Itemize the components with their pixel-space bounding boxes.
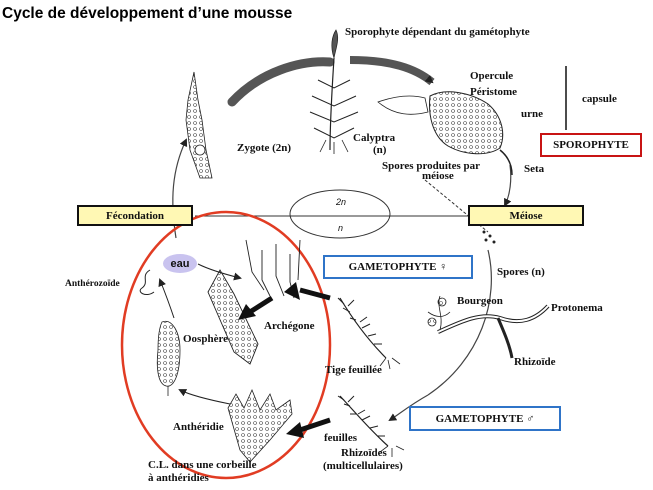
archegone-drawing bbox=[207, 239, 301, 365]
arrow-antheridie-to-antherozoide bbox=[158, 278, 175, 319]
male-gametophyte-drawing bbox=[337, 395, 405, 457]
label-sporophyte-dependant: Sporophyte dépendant du gamétophyte bbox=[345, 26, 530, 38]
label-rhizoides: Rhizoïdes bbox=[341, 447, 387, 459]
page-title: Cycle de développement d’une mousse bbox=[2, 5, 293, 22]
cycle-arrow-seta-to-meiose bbox=[504, 164, 512, 207]
label-calyptra: Calyptra bbox=[353, 132, 396, 144]
arrow-water-to-archegone bbox=[197, 263, 242, 281]
label-protonema: Protonema bbox=[551, 302, 603, 314]
fecondation-circle bbox=[120, 210, 332, 480]
label-seta: Seta bbox=[524, 163, 545, 175]
label-spores-n: Spores (n) bbox=[497, 266, 545, 278]
sporophyte-box: SPOROPHYTE bbox=[540, 133, 642, 157]
gametophyte-female-box: GAMETOPHYTE ♀ bbox=[323, 255, 473, 279]
label-antherozoide: Anthérozoïde bbox=[65, 279, 120, 289]
eau-bubble: eau bbox=[163, 254, 197, 273]
label-opercule: Opercule bbox=[470, 70, 514, 82]
label-ploidy-2n: 2n bbox=[336, 197, 347, 207]
spores-dotted-line bbox=[424, 179, 489, 233]
meiose-box: Méiose bbox=[468, 205, 584, 226]
arrow-archegone-to-oosphere bbox=[248, 295, 274, 315]
fecondation-box: Fécondation bbox=[77, 205, 193, 226]
arrow-archegone-to-oosphere-head bbox=[238, 304, 256, 320]
cycle-arrow-sporophyte-to-capsule bbox=[349, 56, 435, 86]
cycle-arrow-left bbox=[172, 138, 188, 239]
label-cl-corbeille: C.L. dans une corbeille bbox=[148, 459, 257, 471]
arrow-tige-to-archegone-head bbox=[284, 282, 300, 300]
arrow-corbeille-to-antheridie bbox=[178, 389, 231, 405]
label-zygote: Zygote (2n) bbox=[237, 142, 292, 154]
arrow-male-to-corbeille-head bbox=[286, 422, 304, 438]
cycle-arrow-to-male bbox=[388, 394, 429, 422]
label-ploidy-n: n bbox=[338, 223, 344, 233]
label-spores-produites: Spores produites par bbox=[382, 160, 481, 172]
zygote-drawing bbox=[185, 71, 213, 179]
cycle-arrow-right-lower bbox=[427, 249, 492, 396]
label-oosphere: Oosphère bbox=[183, 333, 229, 345]
label-capsule: capsule bbox=[582, 93, 617, 105]
label-spores-meiose: méiose bbox=[422, 170, 454, 182]
antherozoide-drawing bbox=[139, 269, 155, 295]
arrow-male-to-corbeille bbox=[299, 417, 331, 433]
label-calyptra-n: (n) bbox=[373, 144, 387, 156]
female-gametophyte-drawing bbox=[337, 297, 401, 370]
label-cl-antheridies: à anthéridies bbox=[148, 472, 209, 484]
cycle-arrow-zygote-to-sporophyte bbox=[227, 57, 335, 107]
label-archegone: Archégone bbox=[264, 320, 315, 332]
corbeille-drawing bbox=[227, 388, 293, 463]
arrow-tige-to-archegone bbox=[299, 287, 331, 301]
capsule-drawing bbox=[377, 91, 513, 176]
label-urne: urne bbox=[521, 108, 543, 120]
label-rhizoide: Rhizoïde bbox=[514, 356, 556, 368]
label-rhizoides-multicellulaires: (multicellulaires) bbox=[323, 460, 403, 472]
label-peristome: Péristome bbox=[470, 86, 518, 98]
label-bourgeon: Bourgeon bbox=[457, 295, 503, 307]
ploidy-ellipse bbox=[289, 189, 391, 239]
label-tige-feuillee: Tige feuillée bbox=[325, 364, 382, 376]
protonema-drawing bbox=[427, 295, 550, 359]
spores-dots bbox=[482, 230, 496, 244]
sporophyte-plant-drawing bbox=[309, 29, 359, 154]
label-antheridie: Anthéridie bbox=[173, 421, 224, 433]
antheridie-drawing bbox=[156, 320, 181, 396]
label-feuilles: feuilles bbox=[324, 432, 357, 444]
gametophyte-male-box: GAMETOPHYTE ♂ bbox=[409, 406, 561, 431]
